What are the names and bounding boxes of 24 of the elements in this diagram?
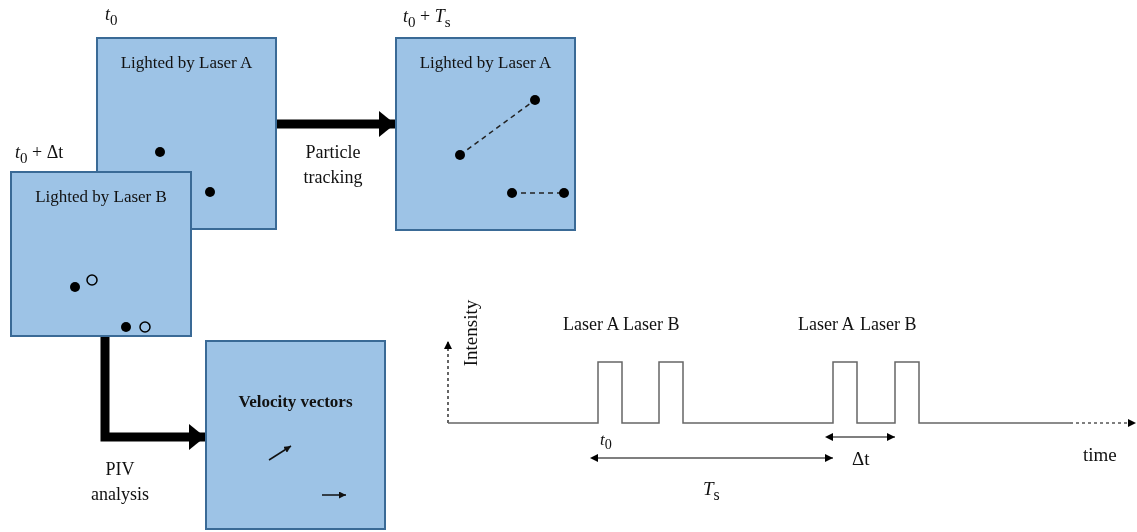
frame-title: Lighted by Laser A: [119, 53, 254, 73]
image-frame: [96, 37, 277, 171]
chart-label: t$_{0}$: [600, 430, 612, 454]
frame-title: Lighted by Laser A: [418, 53, 553, 73]
chart-label: Laser B: [623, 314, 680, 335]
edge-label: PIV analysis: [90, 458, 150, 506]
chart-label: Δt: [852, 448, 870, 470]
image-frame: [10, 171, 192, 337]
chart-label: Laser A: [798, 314, 855, 335]
image-frame: [205, 340, 386, 530]
time-label: t$_{0}$ + Δt: [15, 142, 64, 167]
chart-label: Laser B: [860, 314, 917, 335]
frame-title: Velocity vectors: [237, 392, 354, 412]
frame-title: Lighted by Laser B: [34, 187, 168, 207]
edge-label: Particle tracking: [302, 141, 364, 189]
chart-label: time: [1083, 444, 1117, 466]
time-label: t$_{0}$: [105, 4, 118, 29]
chart-label: Laser A: [563, 314, 620, 335]
axis-label: Intensity: [460, 299, 483, 367]
time-label: t$_{0}$ + T$_{s}$: [403, 6, 451, 31]
chart-label: T$_{s}$: [703, 478, 720, 504]
arrow: [100, 337, 205, 450]
image-frame: [395, 37, 576, 231]
arrow: [277, 111, 395, 137]
